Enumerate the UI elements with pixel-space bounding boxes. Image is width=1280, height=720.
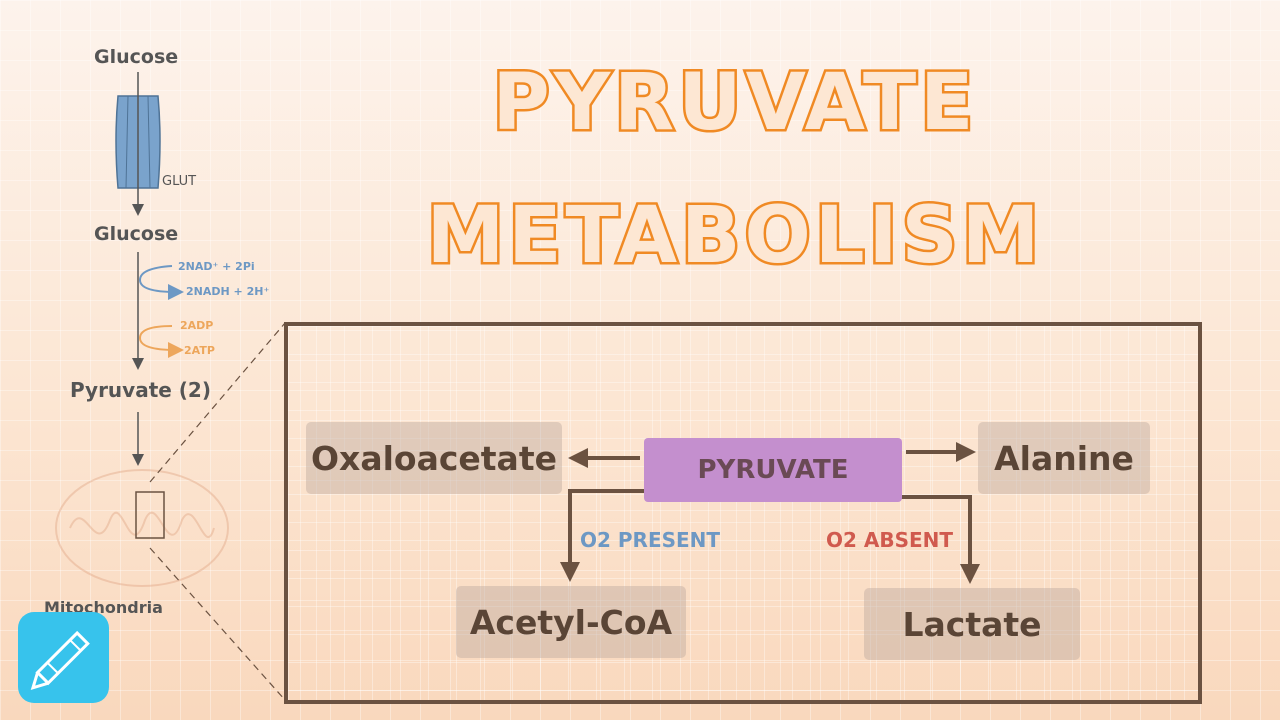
pencil-icon	[30, 630, 90, 691]
title-line-2: METABOLISM	[424, 191, 1044, 281]
node-acetyl-coa: Acetyl-CoA	[456, 586, 686, 658]
arrow-to-lactate	[900, 495, 980, 584]
pencil-app-icon	[18, 612, 109, 703]
title-line-1: PYRUVATE	[490, 58, 978, 148]
mitochondria-icon	[55, 469, 229, 587]
nad-curve	[138, 265, 184, 300]
nadh-label: 2NADH + 2H⁺	[186, 285, 270, 298]
condition-o2-absent: O2 ABSENT	[826, 528, 954, 552]
zoom-line-bottom	[149, 547, 286, 701]
condition-o2-present: O2 PRESENT	[580, 528, 721, 552]
node-alanine: Alanine	[978, 422, 1150, 494]
glucose-outside-label: Glucose	[94, 46, 179, 68]
glucose-inside-label: Glucose	[94, 223, 179, 245]
pyruvate-label: Pyruvate (2)	[70, 378, 211, 402]
node-oxaloacetate: Oxaloacetate	[306, 422, 562, 494]
glut-label: GLUT	[162, 174, 197, 189]
node-pyruvate: PYRUVATE	[644, 438, 902, 502]
arrow-to-acetyl-coa	[560, 489, 646, 582]
zoom-frame	[284, 322, 1202, 704]
zoom-source-box	[135, 491, 165, 539]
node-lactate: Lactate	[864, 588, 1080, 660]
adp-curve	[138, 325, 184, 358]
pathway-graphics	[55, 72, 286, 701]
atp-label: 2ATP	[184, 344, 215, 357]
adp-label: 2ADP	[180, 319, 214, 332]
nad-label: 2NAD⁺ + 2Pi	[178, 260, 255, 273]
zoom-line-top	[149, 322, 286, 483]
